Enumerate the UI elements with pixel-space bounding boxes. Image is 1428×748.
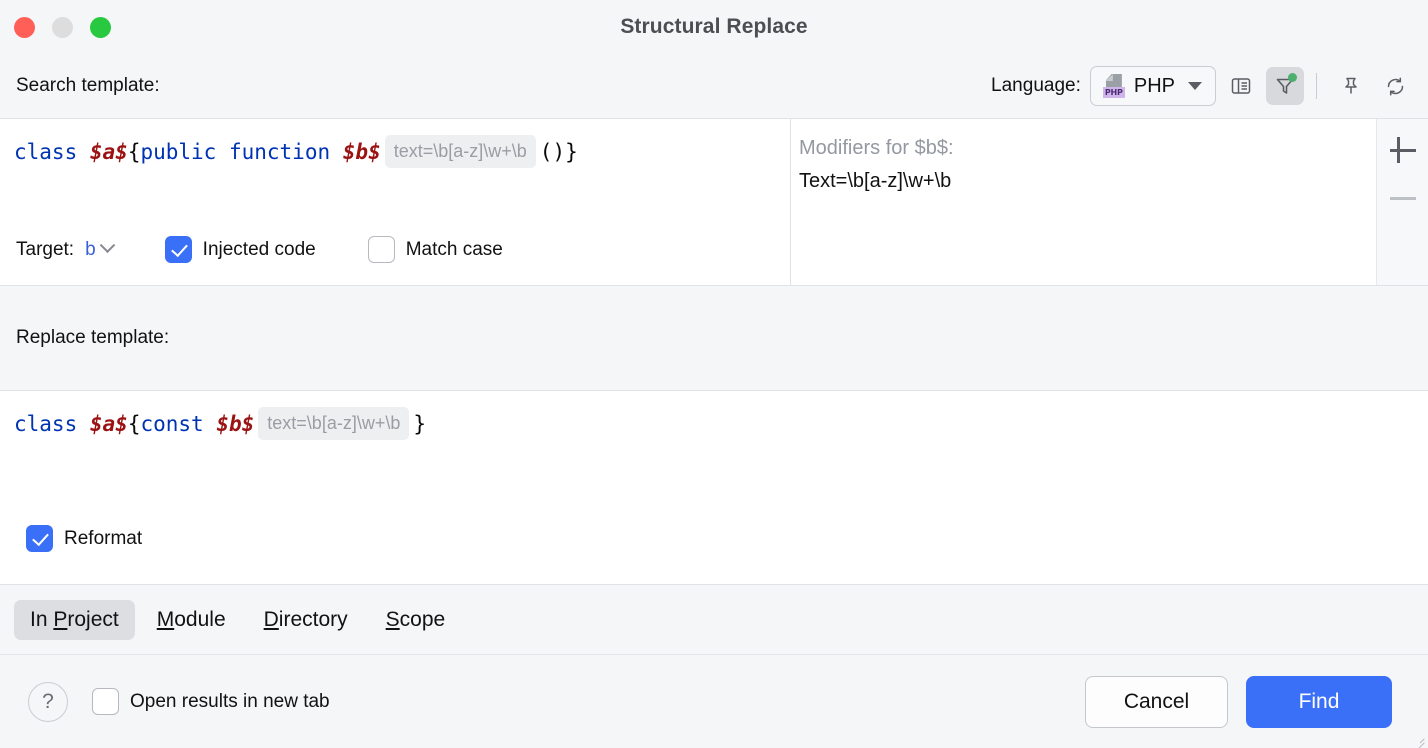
refresh-icon[interactable] <box>1376 67 1414 105</box>
language-label: Language: <box>991 75 1081 96</box>
open-results-label: Open results in new tab <box>130 690 330 712</box>
reformat-label: Reformat <box>64 527 143 549</box>
modifiers-list[interactable]: Modifiers for $b$: Text=\b[a-z]\w+\b <box>791 119 1376 285</box>
replace-token-variable-a: $a$ <box>89 411 128 436</box>
window-title: Structural Replace <box>620 15 808 38</box>
dialog-footer: ? Open results in new tab Cancel Find <box>0 655 1428 748</box>
code-token-keyword: class <box>14 139 78 164</box>
php-file-icon: PHP <box>1102 74 1125 98</box>
replace-token-keyword: class <box>14 411 78 436</box>
open-results-checkbox[interactable]: Open results in new tab <box>92 688 330 715</box>
modifier-item[interactable]: Text=\b[a-z]\w+\b <box>799 170 952 192</box>
replace-token-close-brace: } <box>413 411 427 436</box>
target-label: Target: <box>16 238 75 260</box>
search-code-line[interactable]: class $a$ { public function $b$ text=\b[… <box>0 119 790 168</box>
open-results-checkbox-box[interactable] <box>92 688 119 715</box>
remove-modifier-button <box>1386 181 1420 215</box>
close-button[interactable] <box>14 17 35 38</box>
minimize-button[interactable] <box>52 17 73 38</box>
code-token-parens: ()} <box>539 139 578 164</box>
injected-code-checkbox[interactable]: Injected code <box>164 236 316 263</box>
find-button[interactable]: Find <box>1246 675 1392 728</box>
title-bar: Structural Replace <box>0 0 1428 54</box>
search-template-header: Search template: Language: PHP PHP <box>0 54 1428 118</box>
zoom-button[interactable] <box>90 17 111 38</box>
resize-grip[interactable] <box>1411 731 1425 748</box>
injected-code-checkbox-box[interactable] <box>164 236 192 263</box>
match-case-label: Match case <box>405 238 503 260</box>
scope-tab-in-project[interactable]: In Project <box>14 599 135 640</box>
injected-code-label: Injected code <box>202 238 316 260</box>
traffic-light-buttons <box>14 17 111 38</box>
code-token-variable-b: $b$ <box>342 139 381 164</box>
match-case-checkbox-box[interactable] <box>367 236 395 263</box>
reformat-checkbox[interactable]: Reformat <box>26 525 1428 552</box>
code-token-keyword-2: public function <box>140 139 331 164</box>
replace-code-line[interactable]: class $a$ { const $b$ text=\b[a-z]\w+\b … <box>0 391 1428 440</box>
target-row: Target: b Injected code Match case <box>0 236 790 285</box>
code-token-variable-a: $a$ <box>89 139 128 164</box>
reformat-row: Reformat <box>0 525 1428 584</box>
add-modifier-button[interactable] <box>1386 133 1420 167</box>
scope-tab-module[interactable]: Module <box>156 607 226 631</box>
match-case-checkbox[interactable]: Match case <box>367 236 503 263</box>
reformat-checkbox-box[interactable] <box>26 525 53 552</box>
php-badge-label: PHP <box>1102 87 1125 98</box>
scope-tab-scope[interactable]: Scope <box>385 607 446 631</box>
help-icon[interactable]: ? <box>28 681 68 722</box>
language-select[interactable]: PHP PHP <box>1089 66 1216 106</box>
filter-active-badge <box>1288 73 1297 82</box>
target-chevron-down-icon[interactable] <box>99 237 115 254</box>
code-token-brace: { <box>127 139 141 164</box>
search-filter-chip[interactable]: text=\b[a-z]\w+\b <box>384 135 536 168</box>
search-pane-row: class $a$ { public function $b$ text=\b[… <box>0 118 1428 286</box>
search-template-editor[interactable]: class $a$ { public function $b$ text=\b[… <box>0 119 791 285</box>
panel-view-icon[interactable] <box>1222 67 1260 105</box>
replace-token-variable-b: $b$ <box>216 411 255 436</box>
modifiers-actions <box>1376 119 1428 285</box>
replace-template-label: Replace template: <box>16 327 170 348</box>
target-value[interactable]: b <box>85 238 96 260</box>
toolbar-divider <box>1316 73 1317 99</box>
chevron-down-icon <box>1188 82 1202 90</box>
search-template-label: Search template: <box>16 75 160 96</box>
language-value: PHP <box>1133 74 1175 97</box>
pin-icon[interactable] <box>1332 67 1370 105</box>
modifiers-title: Modifiers for $b$: <box>799 137 954 159</box>
replace-template-editor[interactable]: class $a$ { const $b$ text=\b[a-z]\w+\b … <box>0 390 1428 584</box>
scope-tab-bar: In Project Module Directory Scope <box>0 584 1428 655</box>
cancel-button[interactable]: Cancel <box>1085 675 1228 728</box>
filter-icon[interactable] <box>1266 67 1304 105</box>
replace-token-keyword-2: const <box>140 411 204 436</box>
replace-token-brace: { <box>127 411 141 436</box>
replace-template-header: Replace template: <box>0 286 1428 390</box>
modifiers-panel: Modifiers for $b$: Text=\b[a-z]\w+\b <box>791 119 1428 285</box>
scope-tab-directory[interactable]: Directory <box>263 607 348 631</box>
replace-filter-chip[interactable]: text=\b[a-z]\w+\b <box>258 407 410 440</box>
